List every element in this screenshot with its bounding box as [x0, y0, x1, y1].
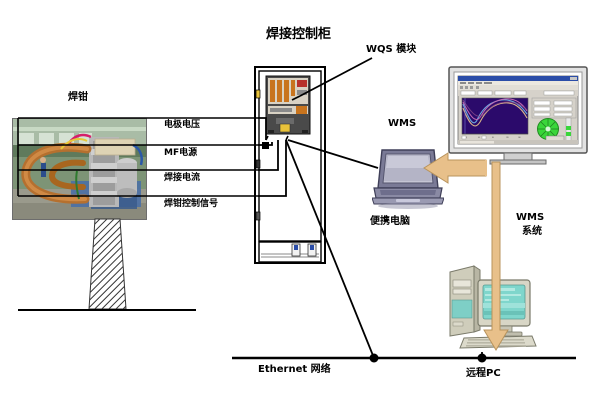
welding-gun-photo-content — [13, 119, 146, 219]
wqs-module-panel — [265, 75, 311, 135]
svg-text:0: 0 — [466, 137, 467, 139]
signal-label-gun-control-signal: 焊钳控制信号 — [164, 199, 219, 209]
svg-text:160: 160 — [518, 137, 521, 139]
label-wms-system-line2: 系统 — [522, 226, 542, 237]
label-wms: WMS — [388, 118, 417, 129]
label-remote-pc: 远程PC — [466, 368, 501, 379]
monitor-screen: 0 40 80 120 160 — [448, 66, 588, 165]
signal-label-mf-power-supply: MF电源 — [164, 148, 198, 158]
welding-gun-photo — [12, 118, 147, 220]
arrow-monitor-to-laptop — [423, 152, 487, 184]
wms-software-monitor: 0 40 80 120 160 — [448, 66, 588, 166]
welding-control-cabinet — [254, 66, 326, 264]
portable-computer-laptop — [371, 148, 445, 210]
label-wms-system-line1: WMS — [516, 212, 545, 223]
signal-label-welding-current: 焊接电流 — [164, 173, 201, 183]
page-title: 焊接控制柜 — [266, 27, 332, 42]
signal-label-electrode-voltage: 电极电压 — [164, 120, 201, 130]
label-ethernet-network: Ethernet 网络 — [258, 364, 331, 375]
label-welding-gun: 焊钳 — [68, 92, 88, 103]
laptop-body — [371, 149, 445, 209]
label-portable-computer: 便携电脑 — [370, 216, 410, 227]
label-wqs-module: WQS 模块 — [366, 44, 417, 55]
svg-text:120: 120 — [506, 137, 509, 139]
arrow-monitor-to-pc — [483, 161, 509, 351]
cabinet-body — [254, 66, 326, 264]
svg-text:80: 80 — [492, 137, 494, 139]
svg-text:40: 40 — [478, 137, 480, 139]
